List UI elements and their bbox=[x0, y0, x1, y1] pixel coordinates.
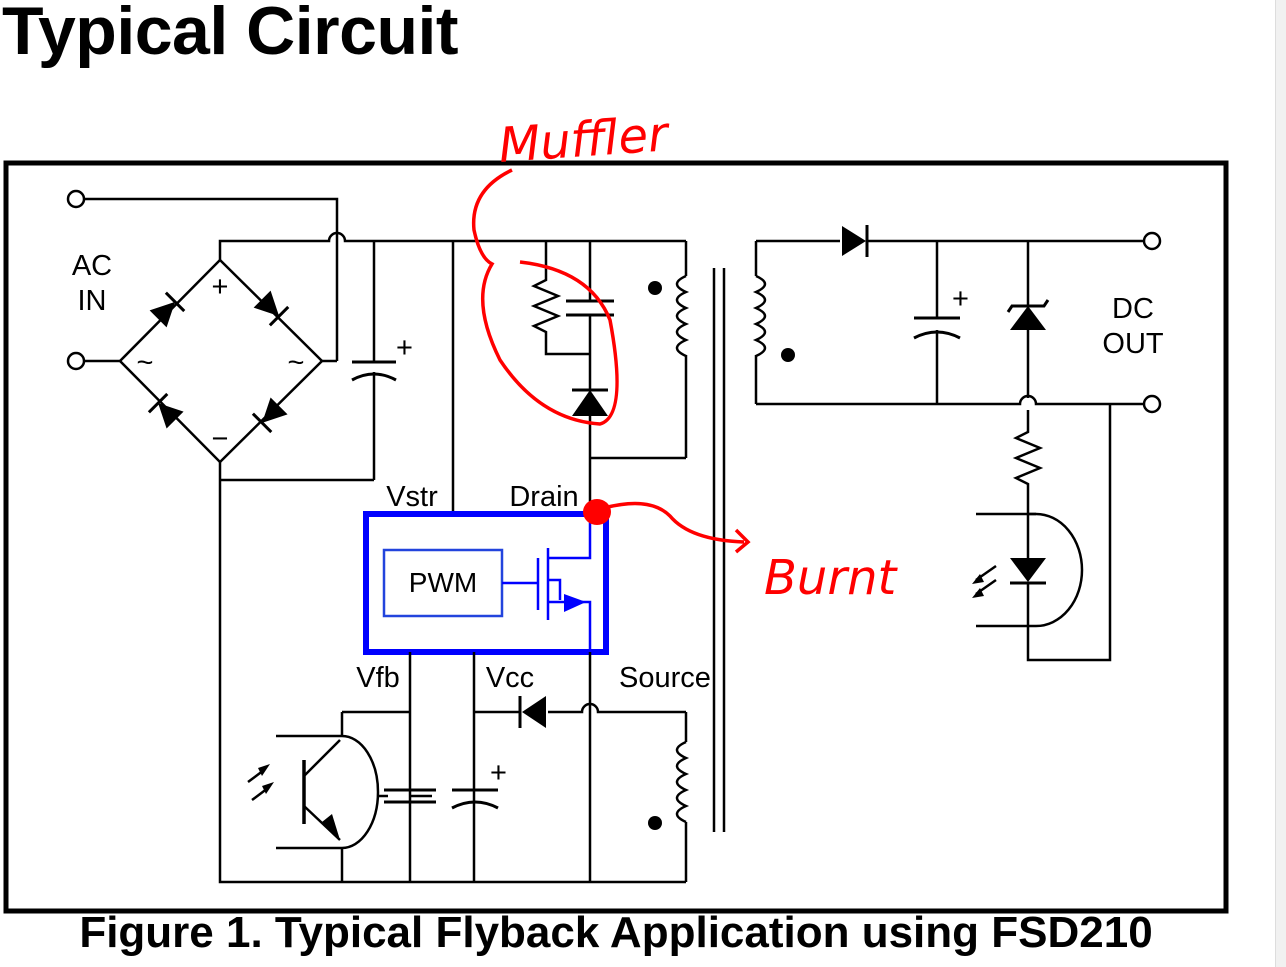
bridge-tilde-left: ~ bbox=[137, 347, 154, 379]
annotation-muffler: Muffler bbox=[497, 106, 673, 174]
schematic-frame bbox=[3, 160, 1229, 914]
zener-diode-icon bbox=[1006, 241, 1050, 398]
bulk-capacitor-icon: + bbox=[351, 241, 413, 480]
ac-input: AC IN bbox=[66, 189, 339, 371]
output-diode-icon bbox=[842, 225, 869, 257]
scrollbar[interactable] bbox=[1275, 0, 1286, 967]
bulk-cap-plus: + bbox=[396, 332, 413, 364]
dc-label-line1: DC bbox=[1112, 293, 1154, 325]
bridge-plus: + bbox=[212, 271, 229, 303]
feedback-resistor-icon bbox=[1012, 410, 1044, 516]
vcc-cap-plus: + bbox=[490, 757, 507, 789]
vfb-capacitor-icon bbox=[342, 710, 436, 804]
pin-drain: Drain bbox=[509, 481, 578, 513]
output-capacitor-icon: + bbox=[913, 241, 969, 404]
burnt-arrow bbox=[603, 501, 745, 544]
dc-label-line2: OUT bbox=[1102, 328, 1164, 360]
bridge-tilde-right: ~ bbox=[288, 347, 305, 379]
pin-vfb: Vfb bbox=[356, 662, 400, 694]
burnt-dot bbox=[583, 499, 611, 525]
bridge-minus: − bbox=[212, 423, 229, 455]
snubber-diode-icon bbox=[572, 388, 608, 416]
snubber-network bbox=[530, 241, 686, 514]
pin-vstr: Vstr bbox=[386, 481, 438, 513]
pin-source: Source bbox=[619, 662, 711, 694]
ac-label-line2: IN bbox=[78, 285, 107, 317]
mosfet-icon bbox=[502, 514, 592, 652]
vcc-diode-icon bbox=[518, 696, 546, 728]
pin-vcc: Vcc bbox=[486, 662, 534, 694]
vcc-capacitor-icon: + bbox=[451, 757, 507, 810]
bridge-rectifier-icon: + − ~ ~ bbox=[118, 258, 337, 464]
figure-caption: Figure 1. Typical Flyback Application us… bbox=[79, 908, 1153, 957]
page-title: Typical Circuit bbox=[2, 0, 459, 69]
pwm-label: PWM bbox=[409, 567, 477, 598]
optocoupler-led-icon bbox=[972, 404, 1112, 662]
annotation-burnt: Burnt bbox=[764, 550, 899, 606]
annotation-layer: Muffler Burnt bbox=[471, 106, 899, 606]
ac-label-line1: AC bbox=[72, 250, 112, 282]
transformer-icon bbox=[648, 241, 795, 882]
fsd210-ic: PWM Vstr Drain Vfb Vcc Source bbox=[356, 481, 711, 694]
muffler-circle bbox=[471, 168, 619, 426]
out-cap-plus: + bbox=[952, 283, 969, 315]
optocoupler-transistor-icon bbox=[247, 712, 380, 882]
mosfet-arrow bbox=[564, 594, 586, 612]
